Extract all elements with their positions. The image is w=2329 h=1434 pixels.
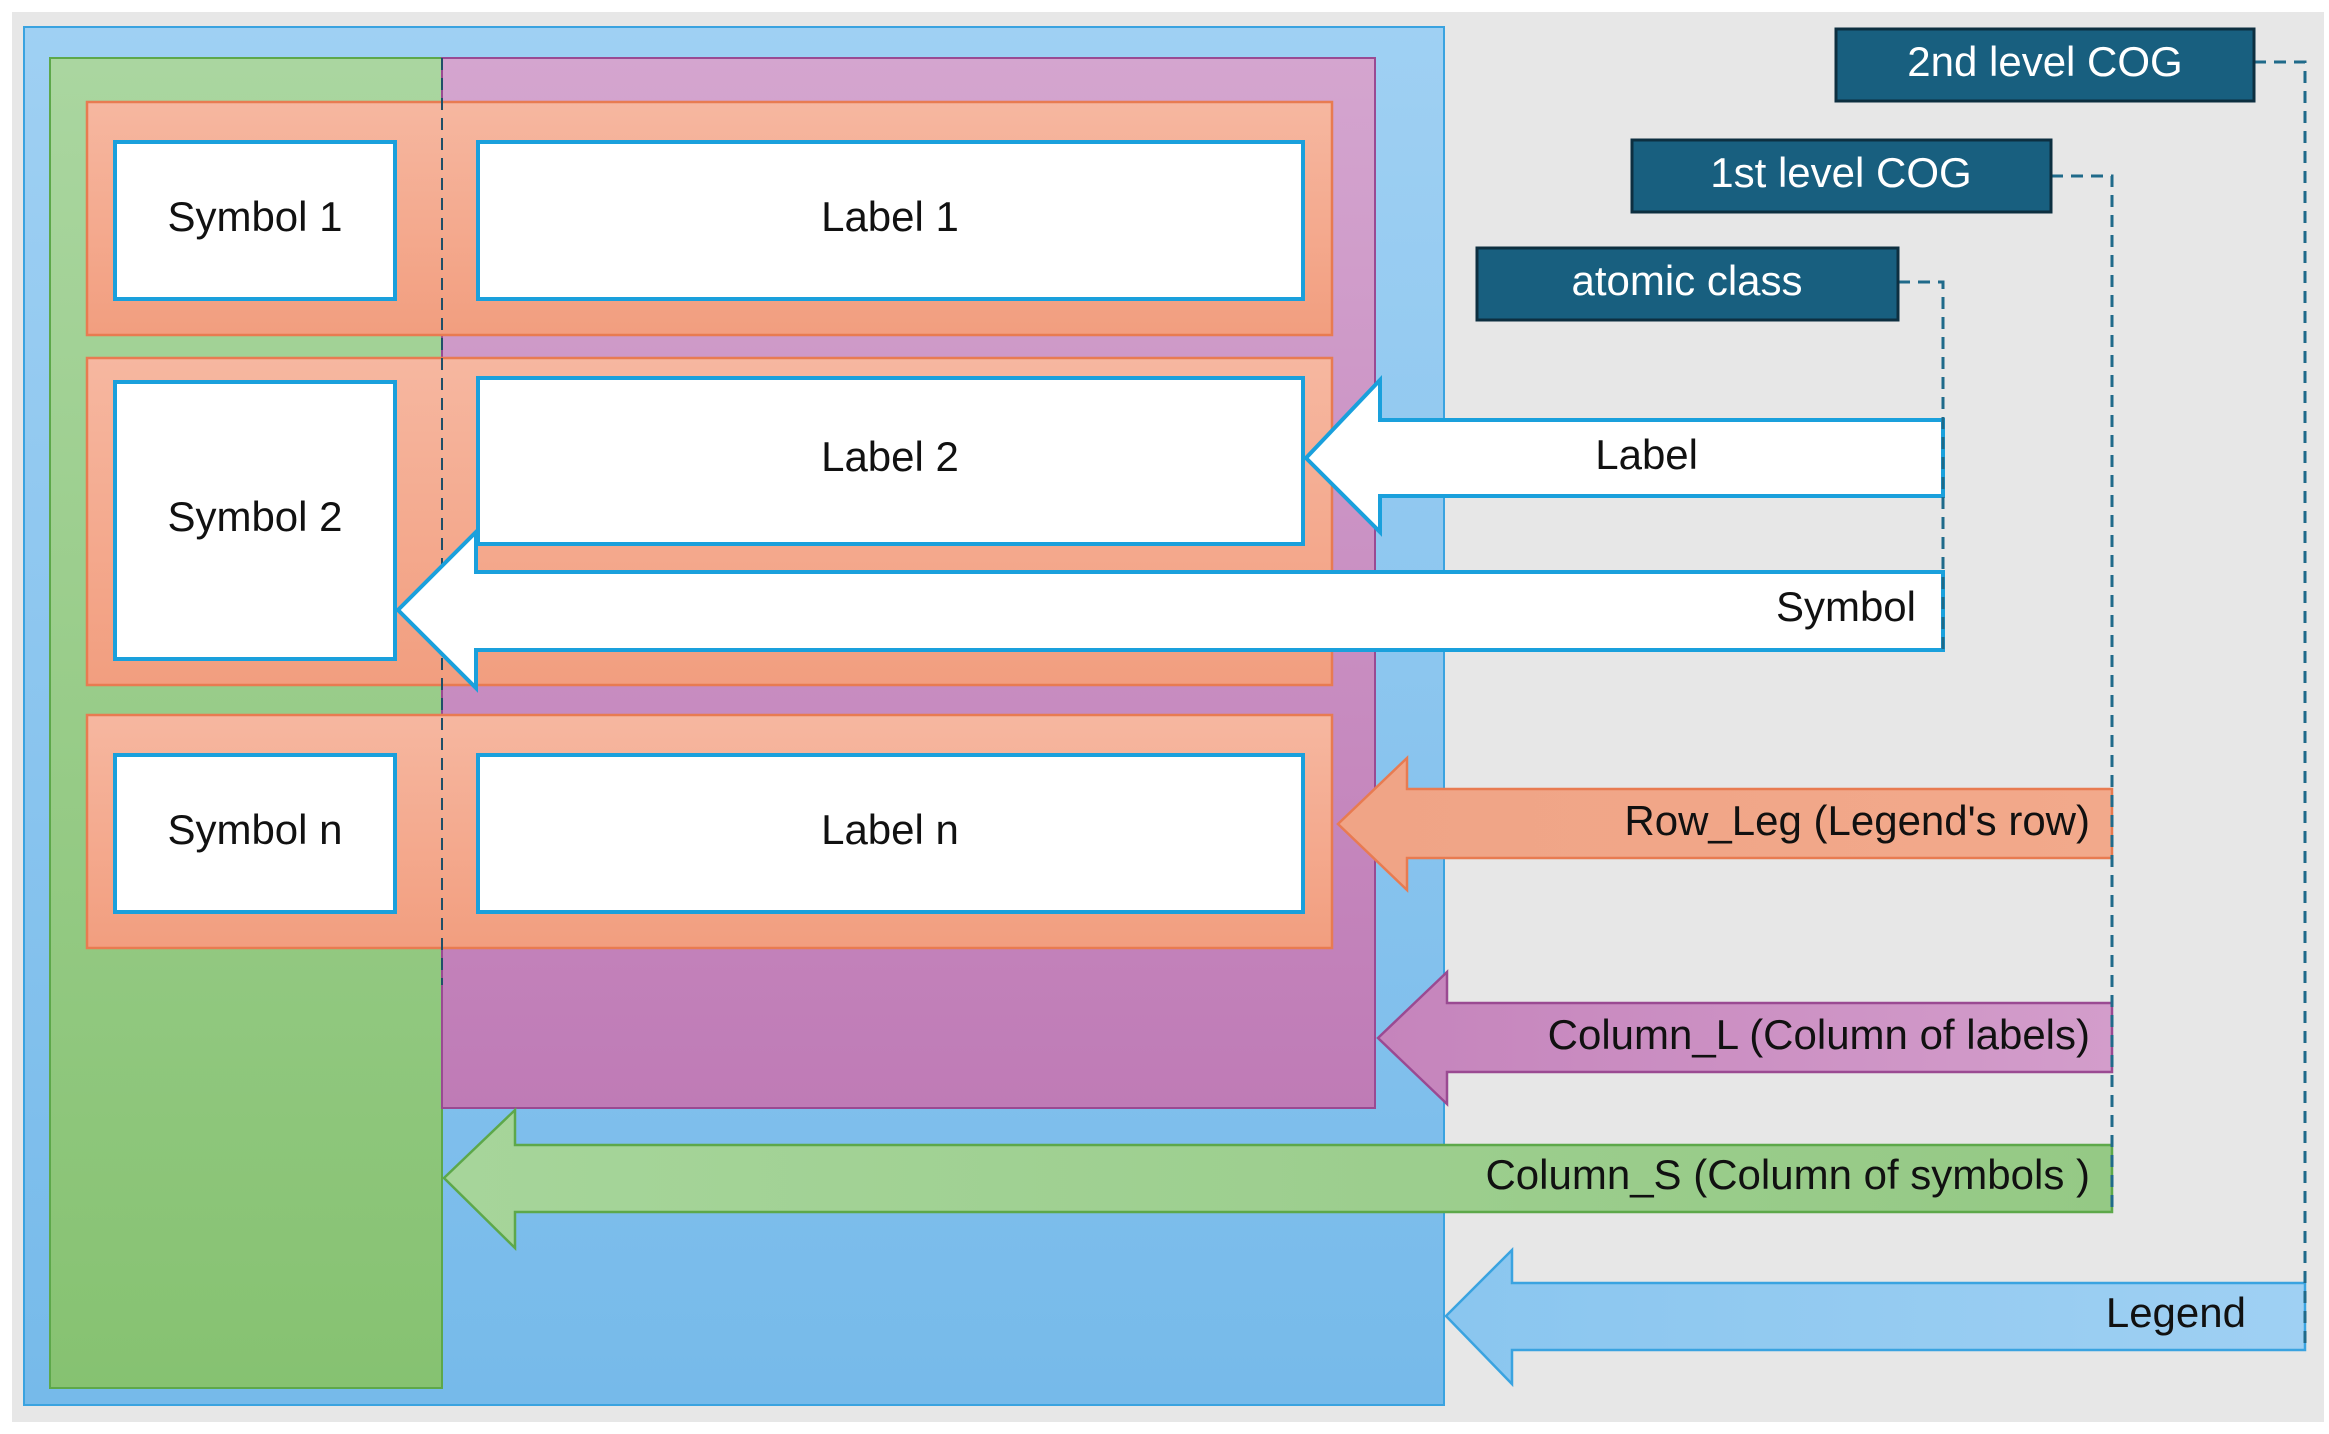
arrow-legend: Legend [1444, 1246, 2307, 1388]
arrow-row-leg: Row_Leg (Legend's row) [1336, 755, 2114, 893]
label-1-text: Label 1 [821, 193, 959, 240]
symbol-2-text: Symbol 2 [167, 493, 342, 540]
connector-atomic-class [1898, 280, 1945, 650]
arrow-row-leg-text: Row_Leg (Legend's row) [1624, 797, 2090, 844]
arrow-column-l: Column_L (Column of labels) [1376, 969, 2114, 1107]
arrow-column-s: Column_S (Column of symbols ) [442, 1107, 2114, 1251]
arrow-column-l-text: Column_L (Column of labels) [1548, 1011, 2090, 1058]
connector-first-level-cog [2051, 174, 2114, 1212]
cell-label-2: Label 2 [476, 376, 1305, 546]
cog-first-level-box: 1st level COG [1630, 138, 2053, 214]
cog-second-level-text: 2nd level COG [1907, 38, 2182, 85]
atomic-class-text: atomic class [1571, 257, 1802, 304]
atomic-class-box: atomic class [1475, 246, 1900, 322]
arrow-legend-text: Legend [2106, 1289, 2246, 1336]
arrow-symbol-text: Symbol [1776, 583, 1916, 630]
connector-second-level-cog [2254, 60, 2307, 1350]
cog-second-level-box: 2nd level COG [1834, 27, 2256, 103]
label-n-text: Label n [821, 806, 959, 853]
symbol-n-text: Symbol n [167, 806, 342, 853]
cog-first-level-text: 1st level COG [1710, 149, 1971, 196]
label-2-text: Label 2 [821, 433, 959, 480]
arrow-label: Label [1303, 374, 1945, 537]
cell-symbol-n: Symbol n [113, 753, 397, 914]
cell-symbol-2: Symbol 2 [113, 380, 397, 661]
cell-label-1: Label 1 [476, 140, 1305, 301]
cell-symbol-1: Symbol 1 [113, 140, 397, 301]
arrow-label-text: Label [1595, 431, 1698, 478]
arrow-symbol: Symbol [395, 527, 1945, 693]
symbol-1-text: Symbol 1 [167, 193, 342, 240]
arrow-column-s-text: Column_S (Column of symbols ) [1485, 1151, 2090, 1198]
cell-label-n: Label n [476, 753, 1305, 914]
